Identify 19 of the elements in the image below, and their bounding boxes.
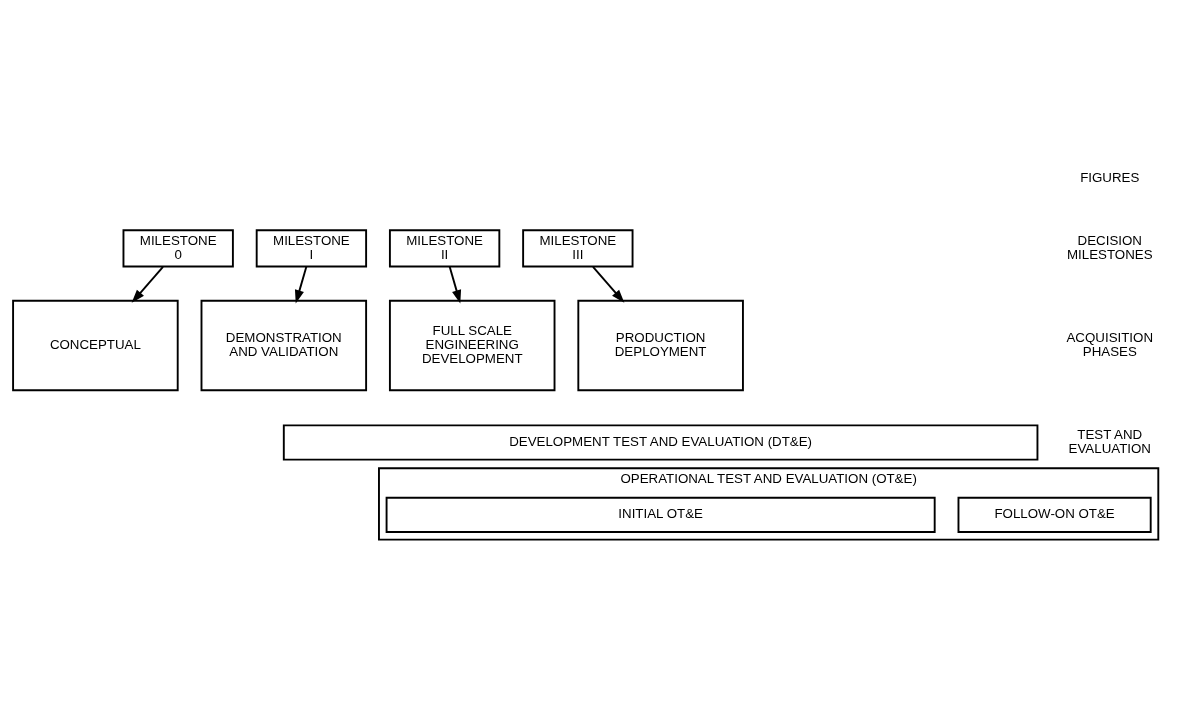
node-box: DEVELOPMENT TEST AND EVALUATION (DT&E) — [282, 424, 1039, 461]
node-box: DEMONSTRATION AND VALIDATION — [200, 299, 368, 392]
label: TEST AND EVALUATION — [1068, 426, 1151, 457]
label: ACQUISITION PHASES — [1066, 329, 1154, 360]
arrow — [131, 265, 164, 303]
node-box: FULL SCALE ENGINEERING DEVELOPMENT — [388, 299, 556, 392]
node-box: INITIAL OT&E — [385, 496, 936, 533]
node-box: FOLLOW-ON OT&E — [957, 496, 1152, 533]
node-box: PRODUCTION DEPLOYMENT — [577, 299, 744, 392]
node-box: CONCEPTUAL — [12, 299, 179, 392]
label: DECISION MILESTONES — [1066, 232, 1153, 263]
arrow — [592, 265, 625, 303]
node-box: MILESTONE II — [388, 229, 501, 268]
node-box: MILESTONE 0 — [122, 229, 234, 268]
node-box: MILESTONE III — [522, 229, 634, 268]
label: FIGURES — [1080, 170, 1140, 186]
node-box: MILESTONE I — [255, 229, 368, 268]
arrow — [448, 265, 462, 304]
arrow — [294, 265, 308, 304]
